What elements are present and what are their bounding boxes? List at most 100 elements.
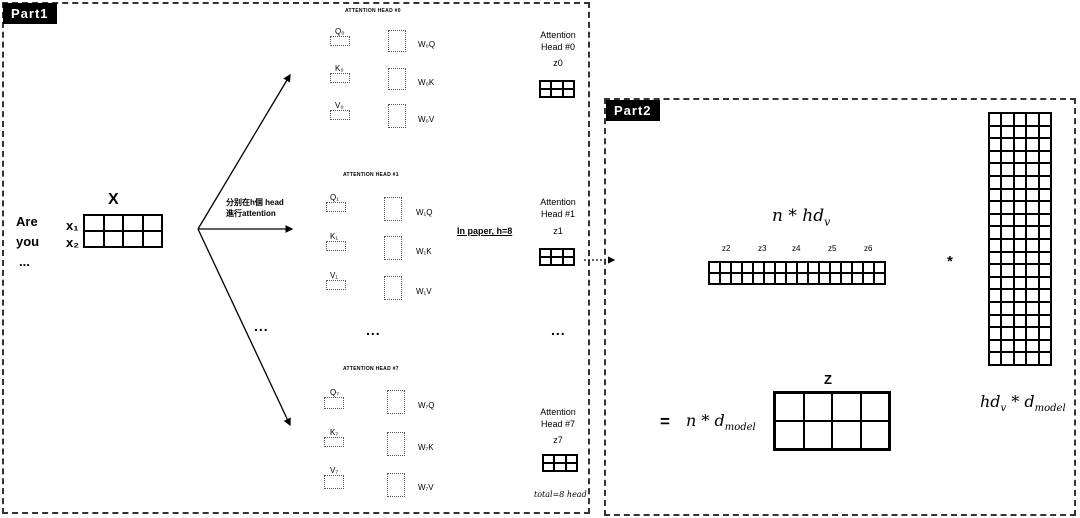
matrix-cell xyxy=(989,314,1002,328)
head1-wq-matrix xyxy=(384,197,402,221)
matrix-cell xyxy=(1038,163,1051,176)
matrix-cell xyxy=(989,213,1002,227)
matrix-cell xyxy=(1013,239,1027,252)
head7-wv-matrix xyxy=(387,473,405,497)
matrix-cell xyxy=(1013,264,1027,277)
matrix-cell xyxy=(731,262,742,273)
matrix-cell xyxy=(1001,302,1014,315)
matrix-cell xyxy=(1001,163,1014,176)
concat-matrix xyxy=(708,261,886,285)
head7-q-label: Q₇ xyxy=(330,388,339,397)
matrix-cell xyxy=(1013,289,1027,302)
head7-q-matrix xyxy=(324,397,344,409)
result-title: Z xyxy=(824,372,832,387)
matrix-cell xyxy=(1013,201,1027,214)
matrix-cell xyxy=(1001,138,1014,151)
matrix-cell xyxy=(1013,176,1027,189)
concat-col-labels: z2 z3 z4 z5 z6 xyxy=(708,244,888,256)
matrix-cell xyxy=(786,273,797,284)
input-word-you: you xyxy=(16,234,40,249)
result-label: n * dmodel xyxy=(686,411,756,434)
head0-k-label: K₀ xyxy=(335,64,344,73)
head1-wq-label: W₁Q xyxy=(416,208,433,217)
row-label-x1: x₁ xyxy=(66,218,79,233)
matrix-cell xyxy=(989,176,1002,189)
matrix-cell xyxy=(1026,251,1039,265)
matrix-cell xyxy=(819,262,830,273)
matrix-cell xyxy=(1013,314,1027,328)
matrix-cell xyxy=(1026,113,1039,126)
head1-v-label: V₁ xyxy=(330,271,339,280)
head7-k-label: K₇ xyxy=(330,428,339,437)
matrix-cell xyxy=(989,339,1002,353)
matrix-cell xyxy=(808,273,819,284)
weight-label: hdv * dmodel xyxy=(980,392,1066,415)
matrix-cell xyxy=(1026,276,1039,290)
matrix-cell xyxy=(1013,251,1027,265)
matrix-cell xyxy=(989,226,1002,239)
matrix-cell xyxy=(1026,264,1039,277)
matrix-cell xyxy=(863,262,874,273)
matrix-cell xyxy=(989,138,1002,151)
matrix-cell xyxy=(1001,251,1014,265)
matrix-cell xyxy=(852,273,863,284)
head0-v-matrix xyxy=(330,110,350,120)
output-head1-title: Attention Head #1 xyxy=(540,197,576,219)
head1-k-label: K₁ xyxy=(330,232,339,241)
matrix-cell xyxy=(709,262,720,273)
matrix-x-label: X xyxy=(108,191,119,208)
head1-wv-matrix xyxy=(384,276,402,300)
head7-wq-label: W₇Q xyxy=(418,401,435,410)
head1-wk-matrix xyxy=(384,236,402,260)
matrix-cell xyxy=(1026,314,1039,328)
matrix-cell xyxy=(1001,352,1014,365)
matrix-cell xyxy=(1026,352,1039,365)
concat-col-z4: z4 xyxy=(792,244,801,253)
matrix-cell xyxy=(989,302,1002,315)
equals-sign: = xyxy=(660,412,670,431)
matrix-cell xyxy=(1026,226,1039,239)
matrix-cell xyxy=(989,264,1002,277)
matrix-cell xyxy=(1001,213,1014,227)
matrix-cell xyxy=(1013,327,1027,340)
matrix-cell xyxy=(786,262,797,273)
matrix-cell xyxy=(764,262,775,273)
matrix-cell xyxy=(874,262,885,273)
head1-q-label: Q₁ xyxy=(330,193,339,202)
matrix-cell xyxy=(1013,163,1027,176)
matrix-x xyxy=(83,214,163,248)
matrix-cell xyxy=(1013,226,1027,239)
matrix-cell xyxy=(1013,276,1027,290)
matrix-cell xyxy=(1038,276,1051,290)
output-z7-label: z7 xyxy=(553,435,563,445)
matrix-cell xyxy=(989,201,1002,214)
input-ellipsis: ... xyxy=(19,254,30,269)
head7-title: ATTENTION HEAD #7 xyxy=(343,366,399,372)
matrix-cell xyxy=(742,262,753,273)
matrix-cell xyxy=(1038,314,1051,328)
matrix-cell xyxy=(1026,339,1039,353)
head1-title: ATTENTION HEAD #1 xyxy=(343,172,399,178)
matrix-cell xyxy=(1026,150,1039,164)
matrix-cell xyxy=(1013,213,1027,227)
head7-wk-matrix xyxy=(387,432,405,456)
matrix-cell xyxy=(1026,302,1039,315)
matrix-cell xyxy=(753,273,764,284)
matrix-cell xyxy=(1038,125,1051,139)
head0-q-matrix xyxy=(330,36,350,46)
matrix-cell xyxy=(1038,201,1051,214)
matrix-cell xyxy=(1026,327,1039,340)
matrix-cell xyxy=(720,262,731,273)
output-z0-matrix xyxy=(539,80,575,98)
head0-wv-label: W₀V xyxy=(418,115,435,124)
matrix-cell xyxy=(989,113,1002,126)
matrix-cell xyxy=(1013,188,1027,202)
matrix-cell xyxy=(989,276,1002,290)
matrix-cell xyxy=(1038,264,1051,277)
output-z1-label: z1 xyxy=(553,226,563,236)
head0-wk-label: W₀K xyxy=(418,78,435,87)
matrix-cell xyxy=(1001,276,1014,290)
output-z1-matrix xyxy=(539,248,575,266)
fan-arrows xyxy=(197,73,294,427)
matrix-cell xyxy=(989,352,1002,365)
